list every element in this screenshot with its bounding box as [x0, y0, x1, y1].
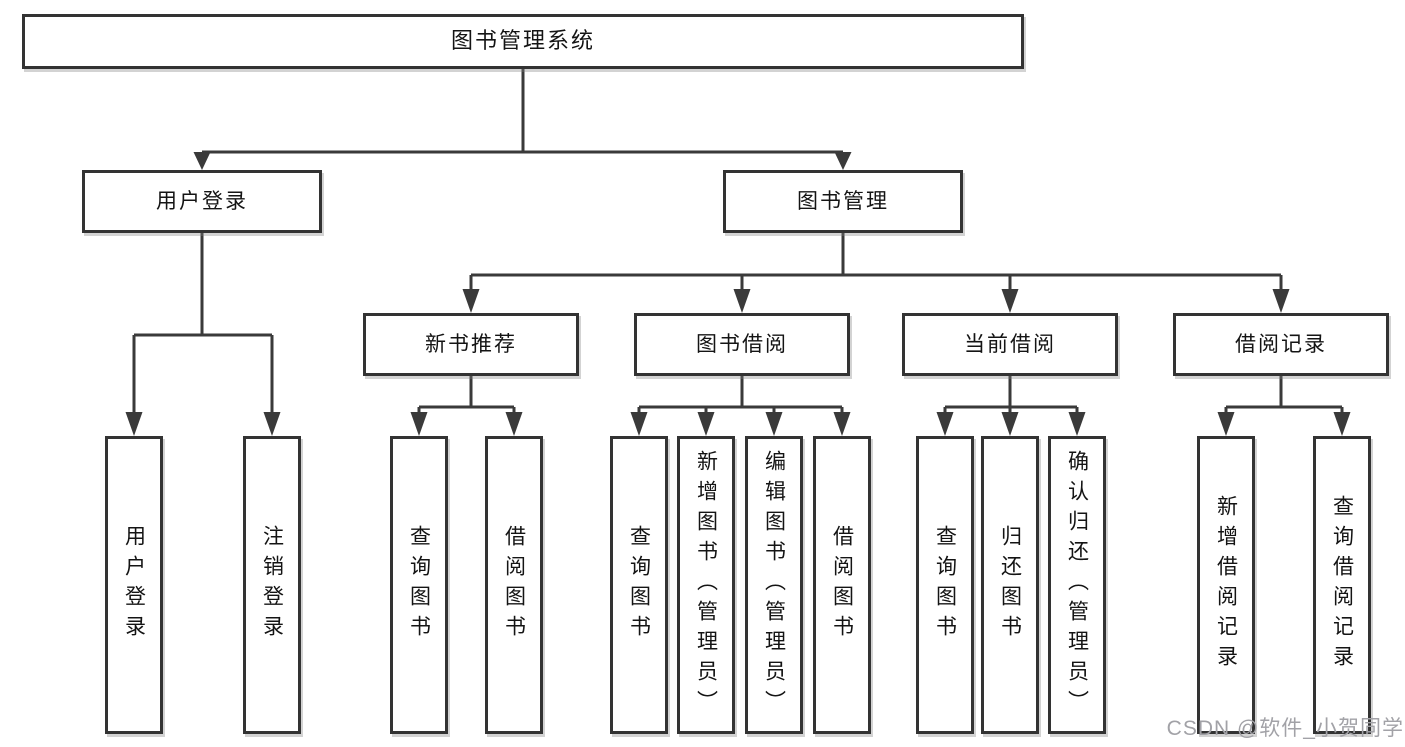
node-book-borrow: 图书借阅: [634, 313, 850, 376]
node-label: 借阅图书: [502, 525, 526, 645]
node-root: 图书管理系统: [22, 14, 1024, 69]
connector-new-book-rec: [417, 376, 516, 412]
node-leaf-bb-borrow: 借阅图书: [813, 436, 871, 734]
node-leaf-bb-add: 新增图书（管理员）: [677, 436, 735, 734]
arrowhead-leaf-cb-return: [1001, 412, 1019, 436]
node-leaf-br-query: 查询借阅记录: [1313, 436, 1371, 734]
node-label: 查询图书: [933, 525, 957, 645]
connector-book-mgmt: [469, 233, 1283, 289]
node-leaf-nb-query: 查询图书: [390, 436, 448, 734]
node-leaf-cb-query: 查询图书: [916, 436, 974, 734]
node-label: 当前借阅: [964, 332, 1056, 356]
node-current-borrow: 当前借阅: [902, 313, 1118, 376]
node-label: 新增图书（管理员）: [694, 450, 718, 720]
arrowhead-new-book-rec: [462, 289, 480, 313]
connector-current-borrow: [943, 376, 1079, 412]
arrowhead-leaf-br-add: [1217, 412, 1235, 436]
node-leaf-cb-confirm: 确认归还（管理员）: [1048, 436, 1106, 734]
node-label: 查询借阅记录: [1330, 495, 1354, 675]
node-label: 借阅图书: [830, 525, 854, 645]
node-label: 图书管理: [797, 189, 889, 213]
node-book-mgmt: 图书管理: [723, 170, 963, 233]
node-user-login: 用户登录: [82, 170, 322, 233]
arrowhead-borrow-records: [1272, 289, 1290, 313]
connector-borrow-records: [1224, 376, 1344, 412]
arrowhead-leaf-bb-add: [697, 412, 715, 436]
arrowhead-leaf-cb-query: [936, 412, 954, 436]
node-label: 图书借阅: [696, 332, 788, 356]
node-leaf-cb-return: 归还图书: [981, 436, 1039, 734]
node-leaf-user-login: 用户登录: [105, 436, 163, 734]
arrowhead-leaf-user-login: [125, 412, 143, 436]
arrowhead-book-mgmt: [834, 152, 852, 170]
arrowhead-leaf-cb-confirm: [1068, 412, 1086, 436]
arrowhead-leaf-bb-borrow: [833, 412, 851, 436]
node-label: 用户登录: [156, 189, 248, 213]
arrowhead-user-login: [193, 152, 211, 170]
node-new-book-rec: 新书推荐: [363, 313, 579, 376]
node-label: 用户登录: [122, 525, 146, 645]
node-leaf-logout: 注销登录: [243, 436, 301, 734]
connector-root: [202, 69, 843, 154]
arrowhead-leaf-bb-edit: [765, 412, 783, 436]
node-label: 归还图书: [998, 525, 1022, 645]
node-label: 确认归还（管理员）: [1065, 450, 1089, 720]
node-leaf-nb-borrow: 借阅图书: [485, 436, 543, 734]
arrowhead-leaf-bb-query: [630, 412, 648, 436]
node-label: 编辑图书（管理员）: [762, 450, 786, 720]
node-label: 借阅记录: [1235, 332, 1327, 356]
node-label: 新增借阅记录: [1214, 495, 1238, 675]
arrowhead-leaf-nb-query: [410, 412, 428, 436]
node-leaf-br-add: 新增借阅记录: [1197, 436, 1255, 734]
node-label: 查询图书: [627, 525, 651, 645]
connector-user-login: [132, 233, 274, 412]
node-label: 图书管理系统: [450, 28, 595, 54]
node-label: 新书推荐: [425, 332, 517, 356]
node-label: 查询图书: [407, 525, 431, 645]
connector-book-borrow: [637, 376, 844, 412]
arrowhead-leaf-nb-borrow: [505, 412, 523, 436]
arrowhead-book-borrow: [733, 289, 751, 313]
arrowhead-leaf-logout: [263, 412, 281, 436]
watermark: CSDN @软件_小贺同学: [1166, 717, 1404, 740]
node-leaf-bb-edit: 编辑图书（管理员）: [745, 436, 803, 734]
node-label: 注销登录: [260, 525, 284, 645]
arrowhead-current-borrow: [1001, 289, 1019, 313]
node-borrow-records: 借阅记录: [1173, 313, 1389, 376]
arrowhead-leaf-br-query: [1333, 412, 1351, 436]
node-leaf-bb-query: 查询图书: [610, 436, 668, 734]
